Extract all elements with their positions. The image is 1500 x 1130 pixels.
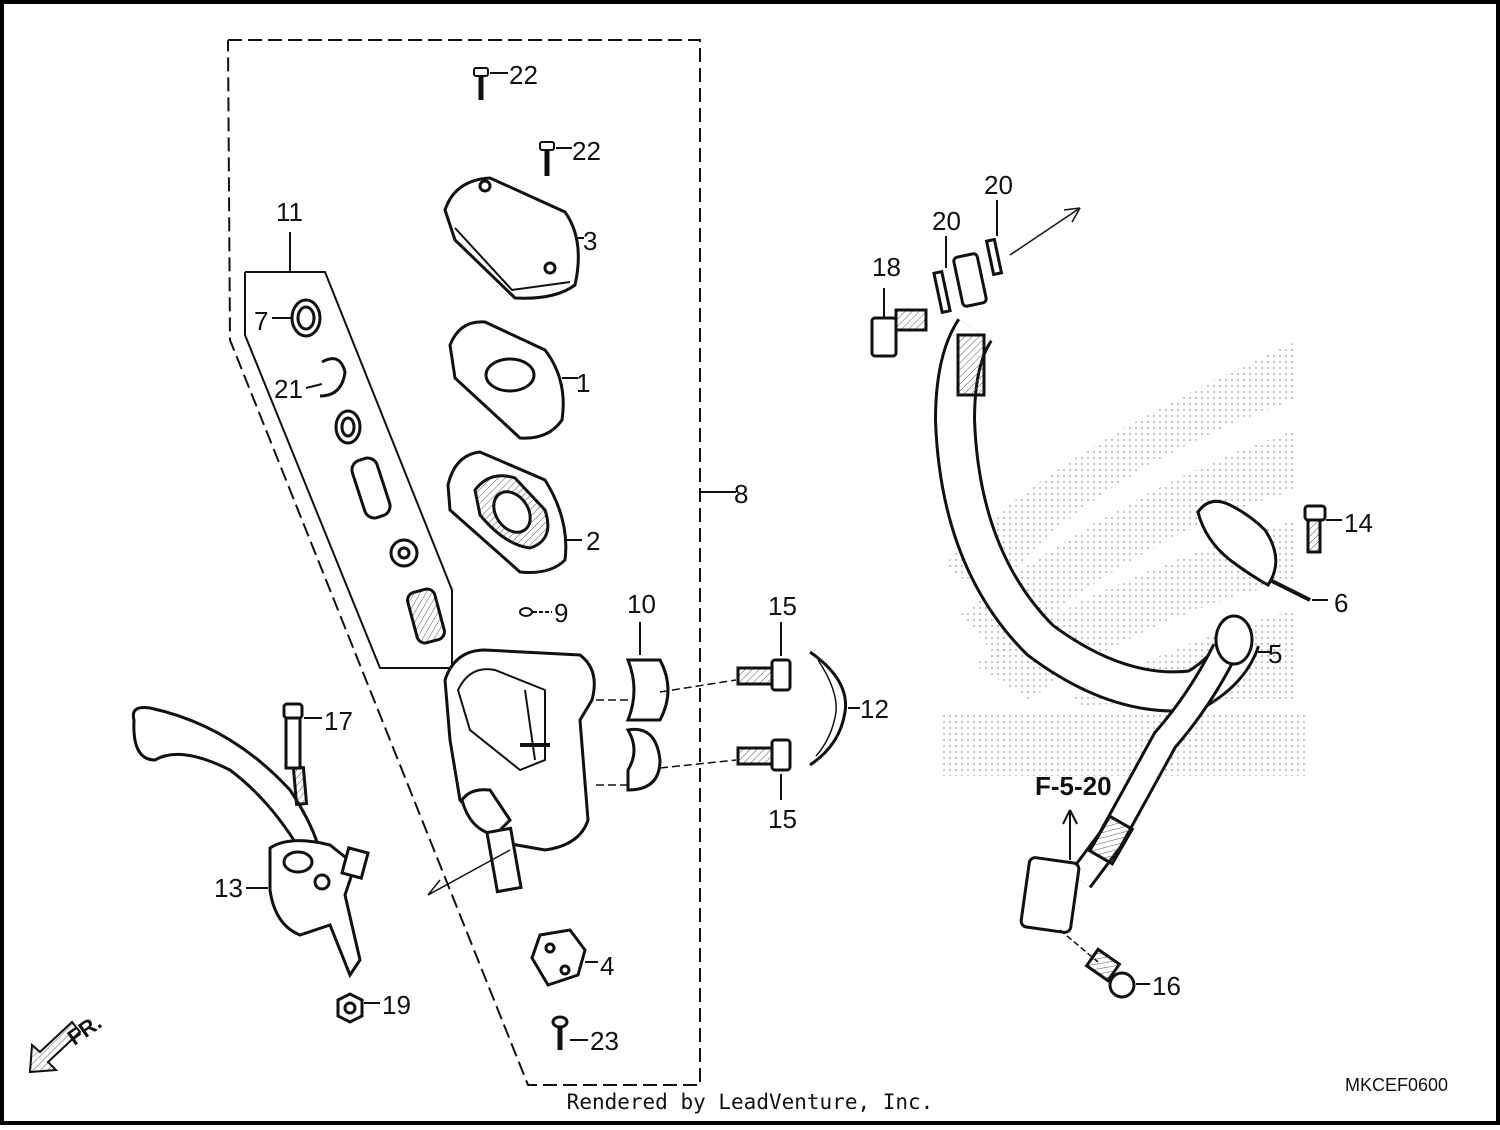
credit-line: Rendered by LeadVenture, Inc. xyxy=(566,1090,934,1114)
callout-20-left: 20 xyxy=(932,206,961,236)
callout-22-second: 22 xyxy=(572,136,601,166)
callout-12: 12 xyxy=(860,694,889,724)
screw-part-9 xyxy=(519,607,552,617)
drawing-code: MKCEF0600 xyxy=(1344,1075,1448,1095)
callout-11: 11 xyxy=(276,197,303,227)
hose-clamp-part-6 xyxy=(1196,499,1328,602)
master-cylinder-body xyxy=(443,648,596,894)
bolt-15-upper xyxy=(659,622,792,693)
callout-1: 1 xyxy=(576,368,590,398)
callout-17: 17 xyxy=(324,706,353,736)
front-direction-arrow xyxy=(28,1020,82,1074)
holder-guide-lines xyxy=(596,699,628,786)
callout-20-right: 20 xyxy=(984,170,1013,200)
bolt-22-top xyxy=(473,67,508,100)
sealing-washers-part-20 xyxy=(932,200,1004,315)
install-direction-arrow xyxy=(427,849,511,896)
screw-part-23 xyxy=(551,1015,588,1050)
callout-7: 7 xyxy=(254,306,268,336)
reservoir-plate-part-1 xyxy=(448,320,578,440)
reservoir-cap-part-3 xyxy=(443,176,584,300)
piston xyxy=(350,456,392,520)
nut-part-19 xyxy=(336,992,380,1024)
callout-13: 13 xyxy=(214,873,243,903)
callout-4: 4 xyxy=(600,951,614,981)
callout-6: 6 xyxy=(1334,588,1348,618)
bolt-22-second xyxy=(539,141,572,176)
callout-9: 9 xyxy=(554,598,568,628)
brake-lever-part-13 xyxy=(131,706,370,979)
callout-15-lower: 15 xyxy=(768,804,797,834)
callout-19: 19 xyxy=(382,990,411,1020)
front-indicator-label: FR. xyxy=(63,1010,106,1051)
banjo-bolt-part-18 xyxy=(870,288,928,358)
diaphragm-part-2 xyxy=(446,450,582,574)
callout-23: 23 xyxy=(590,1026,619,1056)
bolt-part-14 xyxy=(1303,504,1342,554)
circlip-part-21 xyxy=(319,357,347,398)
bolt-part-16 xyxy=(1059,929,1150,999)
callout-16: 16 xyxy=(1152,971,1181,1001)
pivot-bolt-part-17 xyxy=(282,702,322,806)
holder-part-10 xyxy=(625,622,670,792)
callout-5: 5 xyxy=(1268,639,1282,669)
callout-labels: 1 2 3 4 5 6 7 8 9 10 11 12 13 14 15 15 1… xyxy=(63,60,1373,1056)
bolt-15-lower xyxy=(659,738,792,800)
reference-arrow xyxy=(1062,809,1078,860)
stop-switch-part-4 xyxy=(530,928,598,987)
callout-15-upper: 15 xyxy=(768,591,797,621)
callout-10: 10 xyxy=(627,589,656,619)
reference-label: F-5-20 xyxy=(1035,771,1112,801)
hose-fittings xyxy=(952,252,1254,934)
clip-part-12 xyxy=(809,650,860,767)
callout-18: 18 xyxy=(872,252,901,282)
master-cylinder-assembly-boundary xyxy=(227,39,701,1086)
callout-8: 8 xyxy=(734,479,748,509)
callout-2: 2 xyxy=(586,526,600,556)
callout-3: 3 xyxy=(583,226,597,256)
brake-hose-part-5 xyxy=(933,318,1270,889)
spring xyxy=(406,587,446,645)
hose-direction-arrow xyxy=(1009,207,1081,256)
callout-14: 14 xyxy=(1344,508,1373,538)
callout-22-top: 22 xyxy=(509,60,538,90)
piston-kit-components xyxy=(272,298,446,645)
callout-21: 21 xyxy=(274,374,303,404)
